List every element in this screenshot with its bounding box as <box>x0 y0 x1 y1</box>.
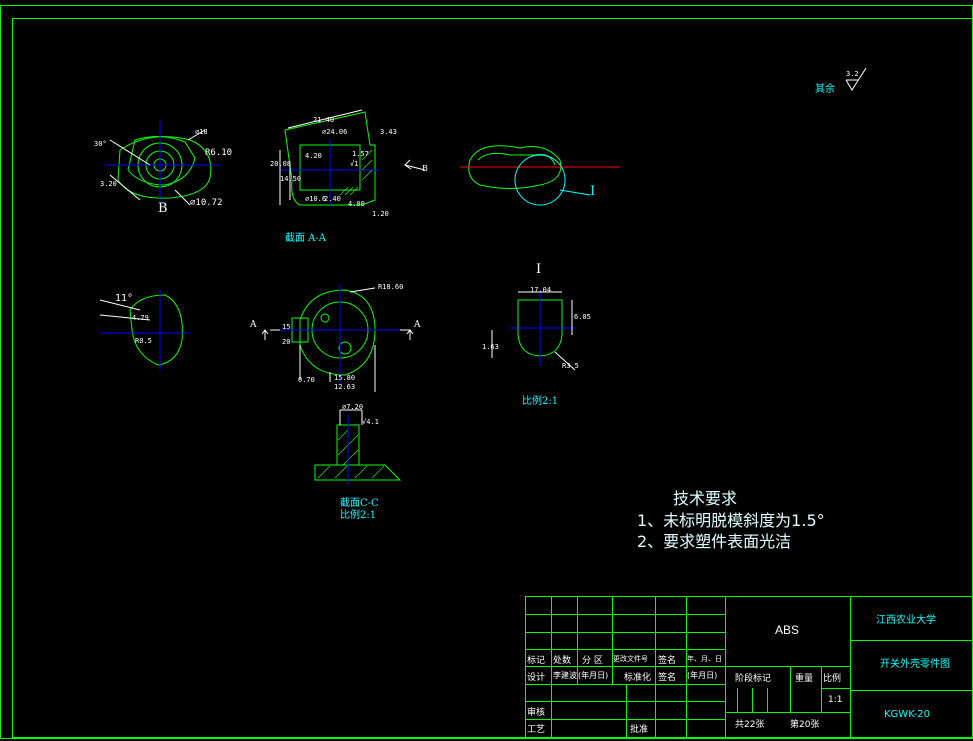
plan-dim-2: 15.80 <box>334 374 356 382</box>
detail-i-scale: 比例2:1 <box>522 396 559 407</box>
roughness-symbol <box>845 67 867 91</box>
plan-dim-0: R18.60 <box>378 283 404 291</box>
aa-dim-2: 3.43 <box>380 128 397 136</box>
detail-i-dim-3: R3.5 <box>562 362 579 370</box>
tb-code: KGWK-20 <box>884 709 931 720</box>
tb-weight: 重量 <box>795 674 814 684</box>
tb-approve: 批准 <box>630 725 649 735</box>
front-dim-0: ∅18 <box>195 128 208 136</box>
tb-stage-mark: 阶段标记 <box>735 674 772 684</box>
plan-label-a-left: A <box>250 320 257 330</box>
aa-dim-6: ∅10.6 <box>305 195 327 203</box>
tb-row-header-4: 签名 <box>658 656 677 666</box>
tb-row-header-3: 更改文件号 <box>613 655 648 663</box>
tb-sheets: 共22张 <box>735 720 765 730</box>
plan-dim-3: 12.63 <box>334 383 356 391</box>
aa-dim-10: √1 <box>350 160 359 168</box>
title-block-lines <box>525 596 973 738</box>
front-dim-1: R6.10 <box>205 148 233 158</box>
tb-ratio: 比例 <box>823 674 842 684</box>
inner-frame <box>12 18 973 738</box>
cc-dim-1: √4.1 <box>362 418 379 426</box>
front-dim-2: ∅10.72 <box>190 198 223 208</box>
cc-dim-0: ∅7.20 <box>342 403 364 411</box>
front-view <box>105 120 220 210</box>
tb-sheet-no: 第20张 <box>790 720 820 730</box>
tb-school: 江西农业大学 <box>876 615 936 626</box>
front-label-b: B <box>158 201 168 216</box>
side-dim-0: 11° <box>115 293 134 304</box>
tb-design-5: (年月日) <box>687 671 718 680</box>
tech-req-item-1: 1、未标明脱模斜度为1.5° <box>637 511 825 530</box>
section-aa-view <box>279 109 380 206</box>
top-view <box>460 145 620 206</box>
aa-dim-8: 4.00 <box>348 200 365 208</box>
tb-material: ABS <box>775 623 800 637</box>
detail-i-dim-1: 6.05 <box>574 313 591 321</box>
detail-i-dim-0: 17.04 <box>530 286 552 294</box>
arrow-b-label: B <box>422 164 428 173</box>
plan-dim-5: 20 <box>282 338 291 346</box>
plan-dim-1: 0.70 <box>298 376 315 384</box>
tech-req-item-2: 2、要求塑件表面光洁 <box>637 532 792 551</box>
plan-dim-4: 15 <box>282 323 291 331</box>
plan-label-a-right: A <box>414 320 421 330</box>
tb-row-header-5: 年、月、日 <box>687 655 722 663</box>
tech-req-title: 技术要求 <box>673 489 738 508</box>
side-dim-1: 4.79 <box>132 314 149 322</box>
side-view <box>99 290 190 370</box>
tb-design-4: 签名 <box>658 673 677 683</box>
aa-dim-1: ∅24.06 <box>322 128 348 136</box>
detail-i-dim-2: 1.63 <box>482 343 499 351</box>
tb-part-name: 开关外壳零件图 <box>880 659 950 670</box>
side-dim-2: R0.5 <box>135 337 152 345</box>
front-dim-3: 30° <box>94 140 107 148</box>
tb-design-1: 李建波 <box>553 671 577 680</box>
aa-dim-11: 1.57 <box>352 150 369 158</box>
section-aa-title: 截面 A-A <box>285 233 327 244</box>
detail-i-title: I <box>536 262 542 277</box>
detail-i-mark: I <box>590 184 596 199</box>
section-cc-title: 截面C-C <box>340 498 379 509</box>
tb-row-header-1: 处数 <box>553 656 572 666</box>
tb-row-header-0: 标记 <box>527 656 546 666</box>
aa-dim-4: 20.08 <box>270 160 292 168</box>
tb-row-header-2: 分 区 <box>582 656 603 666</box>
aa-dim-5: 14.50 <box>280 175 302 183</box>
roughness-value: 3.2 <box>846 70 859 78</box>
aa-dim-7: 2.40 <box>324 195 341 203</box>
front-dim-4: 3.20 <box>100 180 117 188</box>
roughness-other-label: 其余 <box>815 84 835 95</box>
tb-design-2: (年月日) <box>578 671 609 680</box>
outer-frame <box>0 5 973 739</box>
section-cc-view <box>314 409 402 485</box>
tb-design-3: 标准化 <box>624 673 652 683</box>
view-arrow-b <box>404 159 426 171</box>
tb-check: 审核 <box>527 708 546 718</box>
aa-dim-9: 1.20 <box>372 210 389 218</box>
aa-dim-0: 21.40 <box>313 116 335 124</box>
tb-design-0: 设计 <box>527 673 546 683</box>
section-cc-scale: 比例2:1 <box>340 510 377 521</box>
aa-dim-3: 4.20 <box>305 152 322 160</box>
plan-view <box>261 285 414 392</box>
tb-process: 工艺 <box>527 725 546 735</box>
tb-scale: 1:1 <box>828 695 843 705</box>
detail-i-view <box>491 290 576 371</box>
